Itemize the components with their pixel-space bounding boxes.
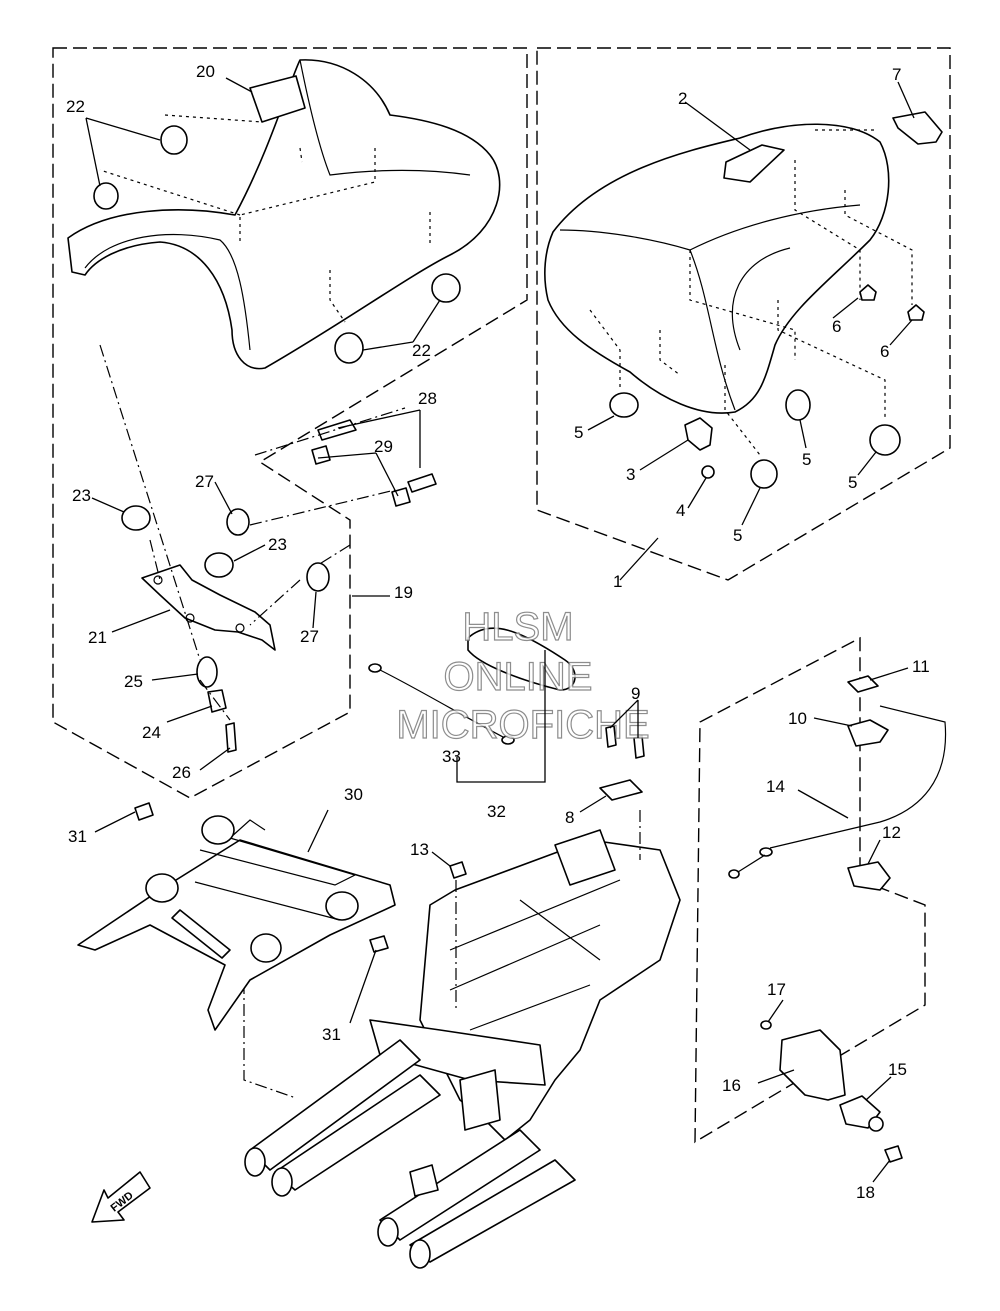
callout-27b: 27 [300,627,319,646]
callout-21: 21 [88,628,107,647]
rider-seat-dampers [609,284,925,489]
callout-22b: 22 [412,341,431,360]
callout-24: 24 [142,723,161,742]
callout-8: 8 [565,808,574,827]
callout-9: 9 [631,684,640,703]
callout-31a: 31 [68,827,87,846]
tool-tray [77,815,396,1031]
callout-28: 28 [418,389,437,408]
passenger-seat-group-boundary [52,47,528,799]
callout-15: 15 [888,1060,907,1079]
watermark: HLSM ONLINE MICROFICHE [396,604,651,747]
callout-25: 25 [124,672,143,691]
callout-32: 32 [487,802,506,821]
callout-33: 33 [442,747,461,766]
callout-16: 16 [722,1076,741,1095]
seat-lock-parts [134,675,947,1163]
callout-20: 20 [196,62,215,81]
callout-13: 13 [410,840,429,859]
watermark-line-1: HLSM [462,605,573,649]
callout-30: 30 [344,785,363,804]
lock-assembly-group-boundary [694,636,926,1144]
callout-6b: 6 [880,342,889,361]
callout-3: 3 [626,465,635,484]
callout-4: 4 [676,501,685,520]
callout-numbers: 1 2 3 4 5 5 5 5 6 6 7 8 9 10 11 12 13 14… [66,62,930,1202]
callout-5c: 5 [848,473,857,492]
callout-23a: 23 [72,486,91,505]
callout-19: 19 [394,583,413,602]
callout-2: 2 [678,89,687,108]
callout-18: 18 [856,1183,875,1202]
callout-17: 17 [767,980,786,999]
rear-frame [243,810,681,1269]
callout-leaders [85,77,915,1183]
callout-6a: 6 [832,317,841,336]
callout-27a: 27 [195,472,214,491]
rider-seat-group-boundary [536,47,951,581]
forward-direction-arrow: FWD [91,1171,151,1223]
callout-22a: 22 [66,97,85,116]
passenger-seat-dampers [93,125,461,364]
watermark-line-3: MICROFICHE [396,703,649,747]
callout-1: 1 [613,572,622,591]
callout-11: 11 [912,657,930,676]
callout-5b: 5 [802,450,811,469]
rider-seat [544,111,943,456]
callout-31b: 31 [322,1025,341,1044]
seat-bracket-assembly [99,344,437,753]
callout-7: 7 [892,65,901,84]
callout-12: 12 [882,823,901,842]
callout-10: 10 [788,709,807,728]
callout-5d: 5 [733,526,742,545]
callout-23b: 23 [268,535,287,554]
callout-5a: 5 [574,423,583,442]
callout-14: 14 [766,777,785,796]
seat-lock-cable [368,627,576,745]
watermark-line-2: ONLINE [444,655,593,699]
passenger-seat [67,59,501,370]
callout-26: 26 [172,763,191,782]
callout-29: 29 [374,437,393,456]
